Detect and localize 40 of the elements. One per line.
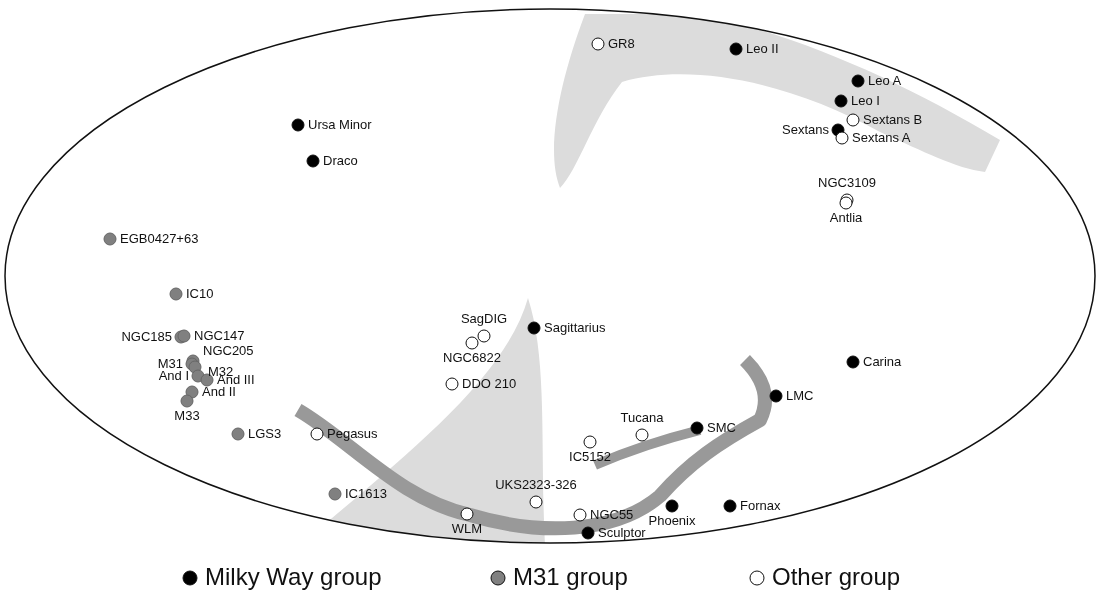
galaxy-label: Fornax (740, 499, 781, 513)
galaxy-label: Antlia (829, 211, 863, 225)
galaxy-label: WLM (451, 522, 483, 536)
galaxy-label: NGC205 (203, 344, 254, 358)
galaxy-label: NGC6822 (443, 351, 501, 365)
galaxy-label: Sextans A (852, 131, 911, 145)
galaxy-label: NGC185 (121, 330, 172, 344)
galaxy-label: Sculptor (598, 526, 646, 540)
galaxy-label: And I (158, 369, 189, 383)
galaxy-label: LMC (786, 389, 814, 403)
galaxy-label: Tucana (620, 411, 664, 425)
galaxy-label: And II (202, 385, 236, 399)
galaxy-label: Leo A (868, 74, 902, 88)
galaxy-label: Leo II (746, 42, 779, 56)
galaxy-label: NGC3109 (818, 176, 876, 190)
galaxy-label: EGB0427+63 (120, 232, 199, 246)
galaxy-label: UKS2323-326 (495, 478, 577, 492)
galaxy-label: NGC147 (194, 329, 245, 343)
galaxy-label: Sagittarius (544, 321, 606, 335)
galaxy-label: Pegasus (327, 427, 378, 441)
galaxy-label: Leo I (851, 94, 880, 108)
galaxy-label: DDO 210 (462, 377, 517, 391)
galaxy-label: Sextans B (863, 113, 923, 127)
legend-label: M31 group (513, 564, 628, 590)
galaxy-label: Phoenix (648, 514, 696, 528)
galaxy-label: Draco (323, 154, 358, 168)
galaxy-label: SMC (707, 421, 736, 435)
galaxy-label: IC5152 (569, 450, 611, 464)
galaxy-label: Carina (863, 355, 902, 369)
legend-label: Milky Way group (205, 564, 382, 590)
galaxy-label: M31 (157, 357, 183, 371)
galaxy-label: GR8 (608, 37, 635, 51)
galaxy-label: M33 (174, 409, 200, 423)
galaxy-label: IC10 (186, 287, 214, 301)
legend-label: Other group (772, 564, 901, 590)
galaxy-label: Ursa Minor (308, 118, 372, 132)
galaxy-label: SagDIG (460, 312, 508, 326)
galaxy-label: Sextans (782, 123, 829, 137)
galaxy-label: IC1613 (345, 487, 387, 501)
galaxy-label: LGS3 (248, 427, 282, 441)
